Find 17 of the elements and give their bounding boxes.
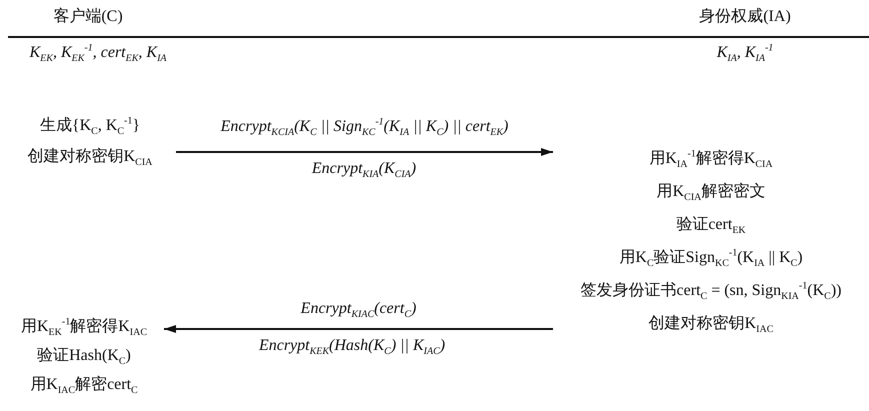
step-text: 验证cert$_{EK}$	[676, 215, 746, 238]
step-text: 用K$_{EK}$$^{-1}$解密得K$_{IAC}$	[20, 316, 148, 340]
step-text: 验证Hash(K$_{C}$)	[37, 346, 131, 370]
edge-label: Encrypt$_{K}$$_{IAC}$(cert$_{C}$)	[300, 300, 416, 318]
step-text: 用K$_{IAC}$解密cert$_{C}$	[30, 374, 138, 398]
step-text: 创建对称密钥K$_{CIA}$	[28, 146, 152, 170]
step-text: 创建对称密钥K$_{IAC}$	[648, 314, 774, 338]
arrow	[176, 148, 553, 156]
message-label: Encrypt$_{K}$$_{EK}$(Hash(K$_{C}$) || K$_{IAC}$)	[258, 337, 446, 355]
step-text: 用K$_{CIA}$解密密文	[656, 182, 766, 206]
arrow	[164, 325, 553, 333]
step-text: 生成{K$_{C}$, K$_{C}$$^{-1}$}	[40, 114, 140, 140]
party-heading: 身份权威(IA)	[699, 6, 791, 27]
step-text: 用K$_{IA}$$^{-1}$解密得K$_{CIA}$	[649, 148, 773, 172]
message-label: Encrypt$_{K}$$_{IA}$(K$_{CIA}$)	[312, 160, 416, 178]
party-heading: 客户端(C)	[53, 6, 123, 27]
key-list: K$_{EK}$, K$_{EK}$$^{-1}$, cert$_{EK}$, K$_{IA}$	[29, 44, 167, 62]
